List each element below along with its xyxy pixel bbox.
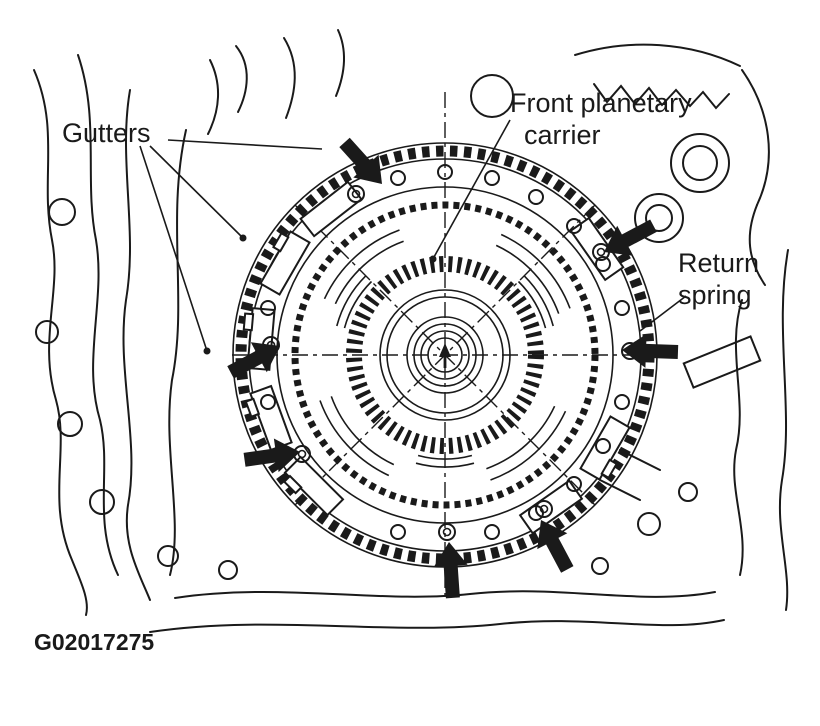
- gutter-segments: [242, 180, 631, 535]
- leader-line-gutters: [149, 145, 244, 239]
- hub-circle: [386, 296, 504, 414]
- carrier-rim-circle: [276, 186, 614, 524]
- label-front-carrier-line2: carrier: [524, 120, 601, 150]
- case-circle: [470, 74, 514, 118]
- case-contour: [748, 204, 766, 286]
- spring-circle: [614, 300, 630, 316]
- case-contour: [168, 129, 187, 576]
- label-gutters: Gutters: [62, 118, 151, 148]
- case-bolt-hole: [89, 489, 115, 515]
- case-bolt-hole: [57, 411, 83, 437]
- case-contour: [283, 37, 296, 119]
- hub-circle: [420, 330, 470, 380]
- spring-circle: [614, 394, 630, 410]
- case-bore: [634, 193, 684, 243]
- leader-line-return-spring: [639, 295, 687, 332]
- case-bolt-hole: [218, 560, 238, 580]
- center-mark: [439, 343, 451, 368]
- spring-circle: [484, 170, 500, 186]
- gutter-plate: [579, 415, 631, 481]
- leader-line-front-carrier: [433, 119, 511, 258]
- case-contour: [335, 29, 345, 97]
- leader-lines: [139, 119, 687, 355]
- spring-circle: [566, 476, 582, 492]
- leader-line-gutters: [139, 145, 208, 352]
- spring-circle: [390, 524, 406, 540]
- case-contour: [778, 249, 789, 611]
- spring-circle: [484, 524, 500, 540]
- gutter-plate: [259, 230, 311, 296]
- leader-line-gutters: [167, 139, 323, 150]
- case-contour: [235, 45, 248, 113]
- case-contour: [33, 69, 88, 616]
- case-contour: [174, 590, 716, 599]
- gear-teeth-zigzag: [593, 83, 730, 110]
- hub-circle: [379, 289, 511, 421]
- clutch-hub-teeth-ring: [291, 201, 599, 509]
- spring-circle: [528, 189, 544, 205]
- label-return-spring-line2: spring: [678, 280, 752, 310]
- case-contour: [574, 43, 741, 67]
- case-bolt-hole: [157, 545, 179, 567]
- spring-circle: [390, 170, 406, 186]
- target-spring: [535, 500, 553, 518]
- gutter-plate: [299, 180, 363, 238]
- case-bolt-hole: [35, 320, 59, 344]
- spring-circle: [260, 300, 276, 316]
- hub-circle: [406, 316, 484, 394]
- case-contour: [599, 479, 641, 501]
- case-bore: [682, 145, 718, 181]
- labels: Gutters Front planetary carrier Return s…: [34, 88, 759, 655]
- target-spring: [438, 523, 456, 541]
- leader-dot: [203, 347, 211, 355]
- case-contour: [741, 69, 770, 206]
- leader-dot: [429, 255, 437, 263]
- case-contour: [733, 299, 744, 576]
- target-spring: [347, 185, 365, 203]
- case-bore: [670, 133, 730, 193]
- case-lug: [682, 335, 762, 389]
- leader-dot: [239, 234, 247, 242]
- figure-code: G02017275: [34, 629, 154, 655]
- case-bolt-hole: [678, 482, 698, 502]
- carrier-slots: [319, 229, 571, 481]
- callout-arrows: [222, 131, 679, 600]
- case-contour: [207, 59, 220, 135]
- case-bore: [645, 204, 673, 232]
- case-bolt-hole: [637, 512, 661, 536]
- case-bolt-hole: [591, 557, 609, 575]
- label-front-carrier-line1: Front planetary: [510, 88, 692, 118]
- spring-circle: [437, 164, 453, 180]
- gutter-plate: [282, 455, 345, 517]
- hub-circle: [413, 323, 477, 387]
- case-contour: [122, 89, 151, 601]
- case-contour: [149, 619, 725, 633]
- spring-circle: [566, 218, 582, 234]
- case-bolt-hole: [48, 198, 76, 226]
- hub-circle: [427, 337, 463, 373]
- spring-circle: [595, 256, 611, 272]
- case-contour: [77, 54, 119, 576]
- spring-circle: [595, 438, 611, 454]
- spline-ring: [346, 256, 544, 454]
- spring-circle: [260, 394, 276, 410]
- label-return-spring-line1: Return: [678, 248, 759, 278]
- transmission-case-lineart: [33, 29, 789, 633]
